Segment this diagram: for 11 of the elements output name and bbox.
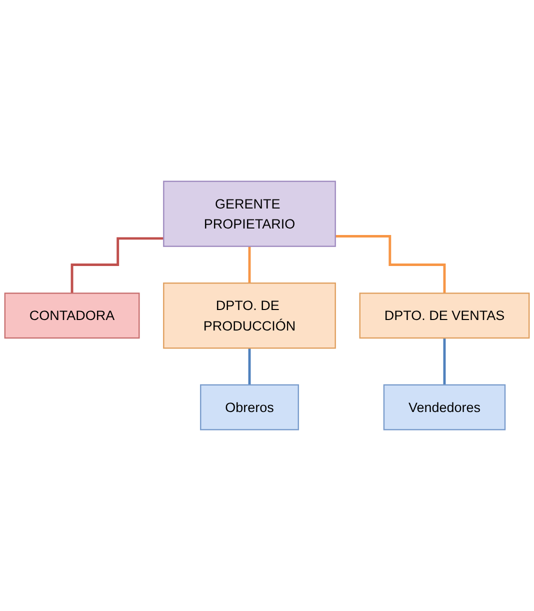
connector bbox=[248, 346, 251, 386]
node-box: Obreros bbox=[200, 384, 299, 430]
node-box: DPTO. DE VENTAS bbox=[359, 292, 530, 339]
connector bbox=[70, 237, 164, 294]
node-box: DPTO. DE PRODUCCIÓN bbox=[163, 282, 336, 349]
node-box: Vendedores bbox=[383, 384, 506, 430]
node-box: GERENTE PROPIETARIO bbox=[163, 180, 336, 247]
node-box: CONTADORA bbox=[4, 292, 140, 339]
connector bbox=[335, 235, 446, 294]
connector bbox=[443, 336, 446, 386]
connector bbox=[248, 245, 251, 284]
